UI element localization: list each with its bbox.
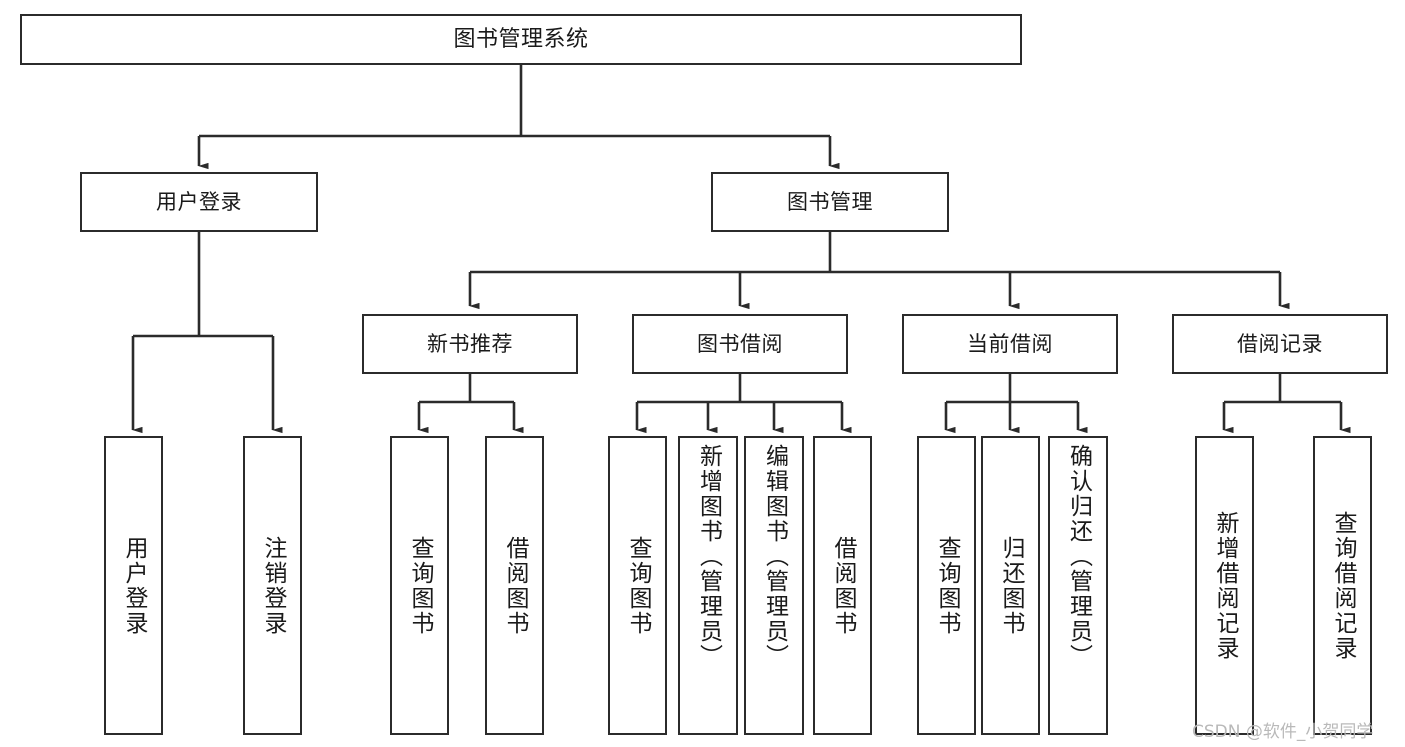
node-current-borrow[interactable]: 当前借阅 [902, 314, 1118, 374]
node-leaf-add-book-admin[interactable]: 新增图书（管理员） [678, 436, 738, 735]
node-root-book-management-system[interactable]: 图书管理系统 [20, 14, 1022, 65]
node-new-book-recommend[interactable]: 新书推荐 [362, 314, 578, 374]
node-label: 编辑图书（管理员） [761, 444, 788, 669]
node-label: 用户登录 [156, 189, 242, 214]
node-label: 查询图书 [625, 535, 651, 636]
node-label: 新增借阅记录 [1212, 510, 1238, 661]
node-leaf-query-book-nb[interactable]: 查询图书 [390, 436, 449, 735]
node-label: 新书推荐 [427, 331, 513, 356]
node-leaf-query-book-bb[interactable]: 查询图书 [608, 436, 667, 735]
node-label: 借阅图书 [502, 535, 528, 636]
node-label: 新增图书（管理员） [695, 444, 722, 669]
node-book-management[interactable]: 图书管理 [711, 172, 949, 232]
node-label: 借阅图书 [830, 535, 856, 636]
node-label: 图书借阅 [697, 331, 783, 356]
node-label: 查询图书 [407, 535, 433, 636]
node-leaf-edit-book-admin[interactable]: 编辑图书（管理员） [744, 436, 804, 735]
node-leaf-borrow-book-bb[interactable]: 借阅图书 [813, 436, 872, 735]
node-leaf-confirm-return-admin[interactable]: 确认归还（管理员） [1048, 436, 1108, 735]
node-label: 注销登录 [260, 535, 286, 636]
node-book-borrow[interactable]: 图书借阅 [632, 314, 848, 374]
node-leaf-query-book-cb[interactable]: 查询图书 [917, 436, 976, 735]
node-leaf-user-login[interactable]: 用户登录 [104, 436, 163, 735]
node-leaf-return-book[interactable]: 归还图书 [981, 436, 1040, 735]
node-label: 归还图书 [998, 535, 1024, 636]
node-leaf-borrow-book-nb[interactable]: 借阅图书 [485, 436, 544, 735]
node-label: 查询图书 [934, 535, 960, 636]
node-leaf-query-borrow-record[interactable]: 查询借阅记录 [1313, 436, 1372, 735]
node-label: 确认归还（管理员） [1065, 444, 1092, 669]
node-label: 查询借阅记录 [1330, 510, 1356, 661]
node-label: 用户登录 [121, 535, 147, 636]
node-label: 借阅记录 [1237, 331, 1323, 356]
node-label: 当前借阅 [967, 331, 1053, 356]
node-leaf-logout[interactable]: 注销登录 [243, 436, 302, 735]
node-user-login[interactable]: 用户登录 [80, 172, 318, 232]
node-borrow-record[interactable]: 借阅记录 [1172, 314, 1388, 374]
node-leaf-add-borrow-record[interactable]: 新增借阅记录 [1195, 436, 1254, 735]
watermark-text: CSDN @软件_小贺同学 [1192, 722, 1374, 742]
node-label: 图书管理系统 [453, 26, 589, 52]
node-label: 图书管理 [787, 189, 873, 214]
